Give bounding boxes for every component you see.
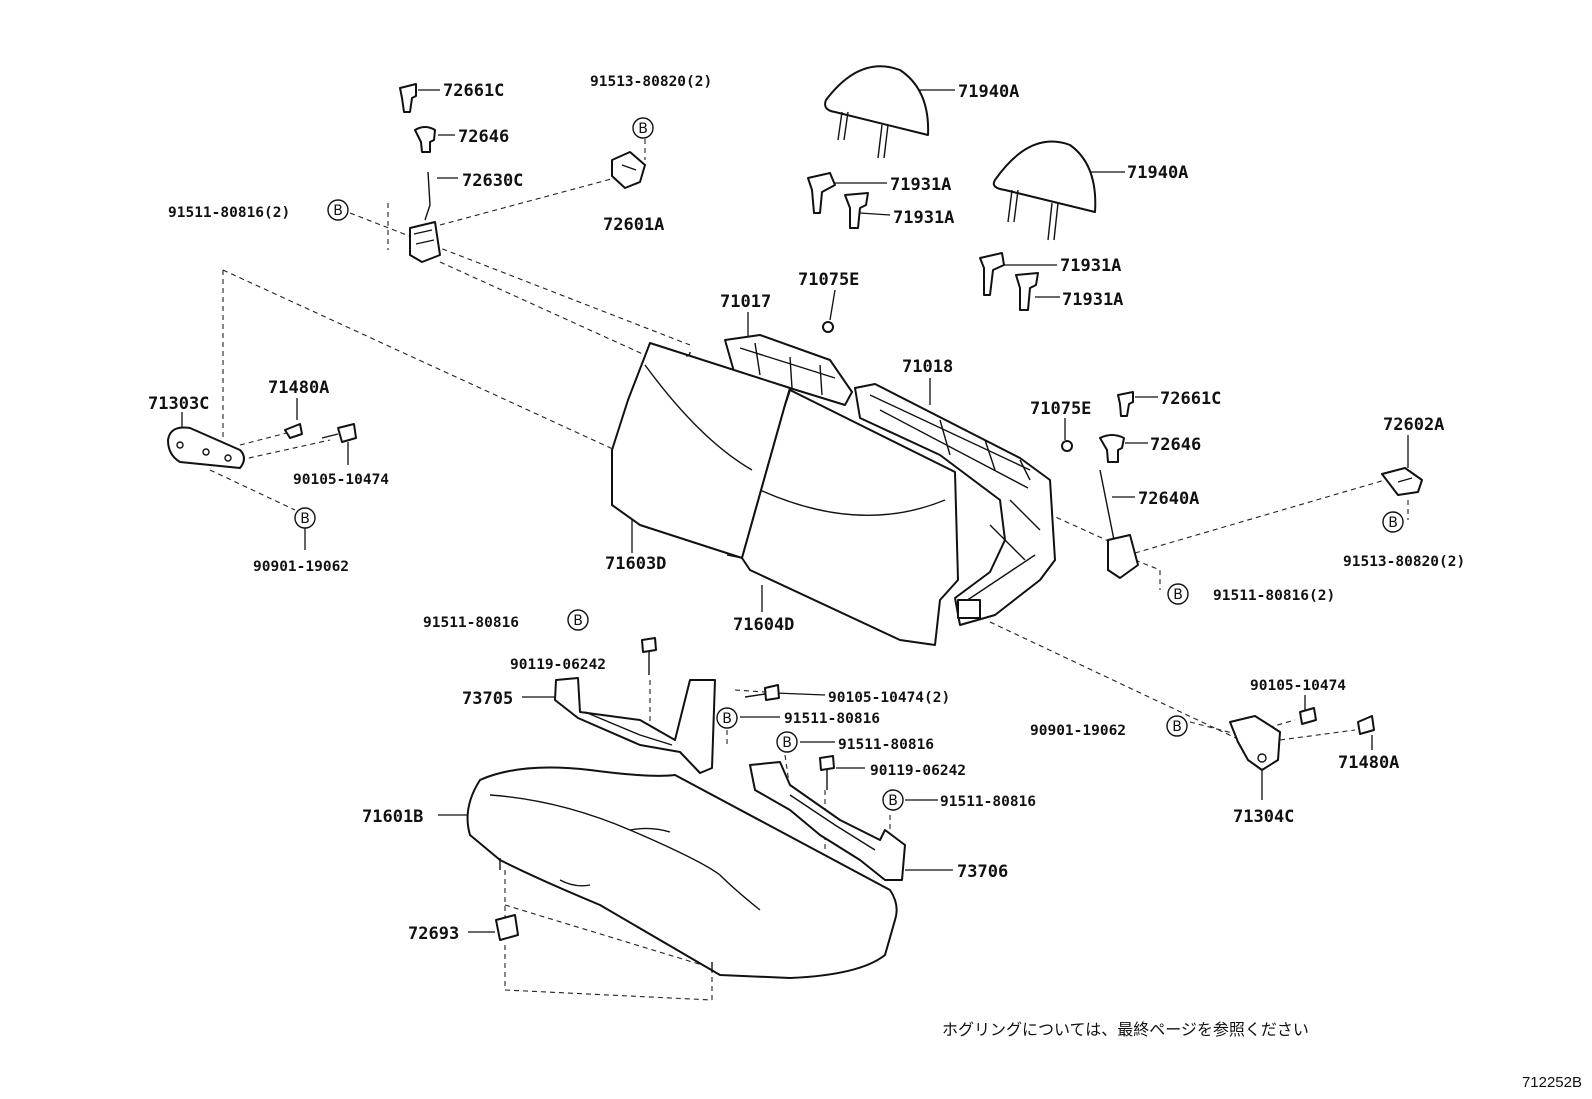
figure-id: 712252B	[1521, 1074, 1582, 1091]
hog-ring-note: ホグリングについては、最終ページを参照ください	[942, 1020, 1309, 1039]
part-label-72602A: 72602A	[1383, 415, 1444, 435]
part-label-71480A: 71480A	[268, 378, 329, 398]
part-label-91511-80816: 91511-80816	[423, 615, 519, 631]
part-label-72630C: 72630C	[462, 171, 523, 191]
part-label-72661C: 72661C	[1160, 389, 1221, 409]
part-label-91511-80816-2: 91511-80816(2)	[1213, 588, 1335, 604]
svg-text:B: B	[782, 735, 792, 751]
part-label-71603D: 71603D	[605, 554, 666, 574]
part-label-71018: 71018	[902, 357, 953, 377]
part-label-90119-06242: 90119-06242	[870, 763, 966, 779]
part-label-72693: 72693	[408, 924, 459, 944]
headrest-supports	[807, 172, 1039, 311]
hinge-plate	[957, 599, 981, 619]
part-label-91511-80816: 91511-80816	[838, 737, 934, 753]
part-label-71075E: 71075E	[1030, 399, 1091, 419]
headrest-left	[824, 65, 930, 159]
part-label-91513-80820-2: 91513-80820(2)	[590, 74, 712, 90]
headrest-right	[992, 140, 1097, 241]
bolt-marker-b-top-center: B	[632, 117, 654, 139]
bolt-marker-b-right-mid: B	[1167, 583, 1189, 605]
part-label-90901-19062: 90901-19062	[253, 559, 349, 575]
part-label-91511-80816-2: 91511-80816(2)	[168, 205, 290, 221]
part-label-90105-10474-2: 90105-10474(2)	[828, 690, 950, 706]
part-label-71931A: 71931A	[890, 175, 951, 195]
part-label-90105-10474: 90105-10474	[293, 472, 389, 488]
seat-cushion-71601B	[466, 766, 898, 979]
part-label-72646: 72646	[1150, 435, 1201, 455]
bolt-marker-b-bracket-far: B	[882, 789, 904, 811]
part-label-73705: 73705	[462, 689, 513, 709]
seat-back-frame-71018	[854, 383, 1056, 626]
part-label-72646: 72646	[458, 127, 509, 147]
part-label-72640A: 72640A	[1138, 489, 1199, 509]
bolt-marker-b-top-left: B	[327, 199, 349, 221]
bolt-marker-b-right-upper: B	[1382, 511, 1404, 533]
svg-text:B: B	[333, 203, 343, 219]
leader-lines	[181, 89, 1409, 933]
part-label-71601B: 71601B	[362, 807, 423, 827]
bolt-marker-b-right-lower: B	[1166, 715, 1188, 737]
bolt-marker-b-left: B	[294, 507, 316, 529]
part-label-71017: 71017	[720, 292, 771, 312]
seat-back-assembly	[611, 334, 1056, 646]
part-label-71931A: 71931A	[1062, 290, 1123, 310]
part-label-71303C: 71303C	[148, 394, 209, 414]
assembly-dashed-lines	[209, 130, 1409, 1001]
bolt-markers: B B B B B B B B B B	[294, 117, 1404, 811]
part-label-90901-19062: 90901-19062	[1030, 723, 1126, 739]
part-label-71075E: 71075E	[798, 270, 859, 290]
part-label-91511-80816: 91511-80816	[784, 711, 880, 727]
part-label-73706: 73706	[957, 862, 1008, 882]
seat-back-right-71604D	[741, 389, 959, 646]
part-label-91513-80820-2: 91513-80820(2)	[1343, 554, 1465, 570]
part-label-71940A: 71940A	[958, 82, 1019, 102]
svg-text:B: B	[1172, 719, 1182, 735]
bolt-marker-b-bracket-left: B	[716, 707, 738, 729]
bolt-marker-b-center: B	[567, 609, 589, 631]
part-label-71940A: 71940A	[1127, 163, 1188, 183]
bolt-marker-b-bracket-right: B	[776, 731, 798, 753]
svg-text:B: B	[1173, 587, 1183, 603]
part-label-71931A: 71931A	[893, 208, 954, 228]
svg-text:B: B	[888, 793, 898, 809]
small-parts	[167, 83, 1423, 941]
part-label-72601A: 72601A	[603, 215, 664, 235]
part-label-72661C: 72661C	[443, 81, 504, 101]
svg-text:B: B	[638, 121, 648, 137]
part-label-90105-10474: 90105-10474	[1250, 678, 1346, 694]
part-label-91511-80816: 91511-80816	[940, 794, 1036, 810]
part-labels: 72661C 72646 72630C 91511-80816(2) 91513…	[148, 74, 1465, 944]
seat-hinge-brackets	[554, 677, 906, 881]
part-label-90119-06242: 90119-06242	[510, 657, 606, 673]
svg-text:B: B	[300, 511, 310, 527]
part-label-71604D: 71604D	[733, 615, 794, 635]
part-label-71480A: 71480A	[1338, 753, 1399, 773]
svg-text:B: B	[722, 711, 732, 727]
svg-text:B: B	[1388, 515, 1398, 531]
part-label-71931A: 71931A	[1060, 256, 1121, 276]
part-label-71304C: 71304C	[1233, 807, 1294, 827]
svg-text:B: B	[573, 613, 583, 629]
